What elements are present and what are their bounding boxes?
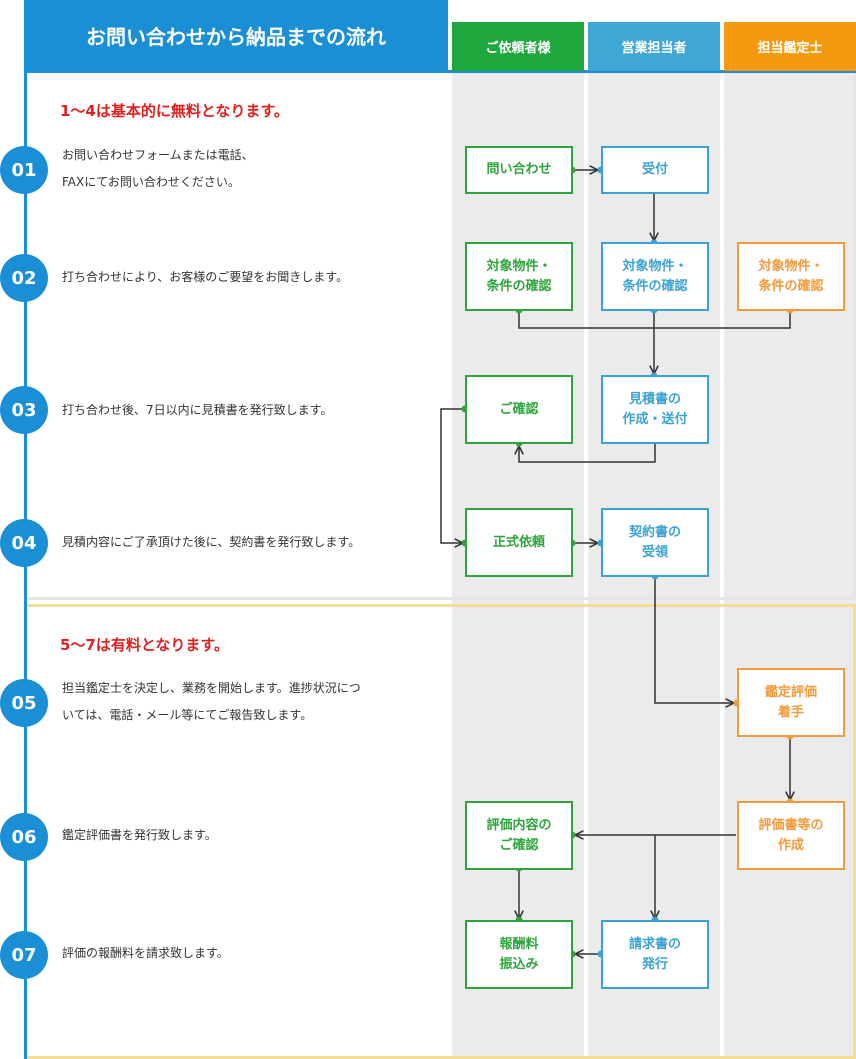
step-number-02: 02: [0, 254, 48, 302]
step-number-03: 03: [0, 386, 48, 434]
step-number-04: 04: [0, 519, 48, 567]
box-invoice: 請求書の 発行: [601, 920, 709, 989]
connector-contract-appraisal: [654, 576, 734, 703]
box-estimate: 見積書の 作成・送付: [601, 375, 709, 444]
box-payment: 報酬料 振込み: [465, 920, 573, 989]
step-description-04: 見積内容にご了承頂けた後に、契約書を発行致します。: [62, 535, 361, 549]
lane-header-client: ご依頼者様: [452, 22, 584, 71]
page-title: お問い合わせから納品までの流れ: [24, 0, 448, 71]
connector-check-formal: [440, 408, 465, 543]
lane-appraiser-column: [724, 72, 856, 1059]
box-review-content: 評価内容の ご確認: [465, 801, 573, 870]
box-inquiry: 問い合わせ: [465, 146, 573, 194]
lane-header-appraiser: 担当鑑定士: [724, 22, 856, 71]
step-number-01: 01: [0, 146, 48, 194]
box-check: ご確認: [465, 375, 573, 444]
step-number-06: 06: [0, 813, 48, 861]
lane-header-sales: 営業担当者: [588, 22, 720, 71]
step-number-07: 07: [0, 931, 48, 979]
step-number-05: 05: [0, 679, 48, 727]
step-description-02: 打ち合わせにより、お客様のご要望をお聞きします。: [62, 270, 349, 284]
box-appraisal-start: 鑑定評価 着手: [737, 668, 845, 737]
step-description-01: お問い合わせフォームまたは電話、 FAXにてお問い合わせください。: [62, 148, 254, 189]
title-underline: [24, 70, 856, 73]
step-description-03: 打ち合わせ後、7日以内に見積書を発行致します。: [62, 403, 333, 417]
box-contract-receipt: 契約書の 受領: [601, 508, 709, 577]
step-description-06: 鑑定評価書を発行致します。: [62, 828, 217, 842]
box-reception: 受付: [601, 146, 709, 194]
free-note: 1〜4は基本的に無料となります。: [60, 102, 289, 120]
box-formal-request: 正式依頼: [465, 508, 573, 577]
paid-note: 5〜7は有料となります。: [60, 636, 229, 654]
box-confirm-client: 対象物件・ 条件の確認: [465, 242, 573, 311]
connector-estimate-check: [519, 443, 656, 463]
box-create-report: 評価書等の 作成: [737, 801, 845, 870]
box-confirm-appraiser: 対象物件・ 条件の確認: [737, 242, 845, 311]
step-description-05: 担当鑑定士を決定し、業務を開始します。進捗状況につ いては、電話・メール等にてご…: [62, 681, 361, 722]
box-confirm-sales: 対象物件・ 条件の確認: [601, 242, 709, 311]
step-description-07: 評価の報酬料を請求致します。: [62, 946, 229, 960]
